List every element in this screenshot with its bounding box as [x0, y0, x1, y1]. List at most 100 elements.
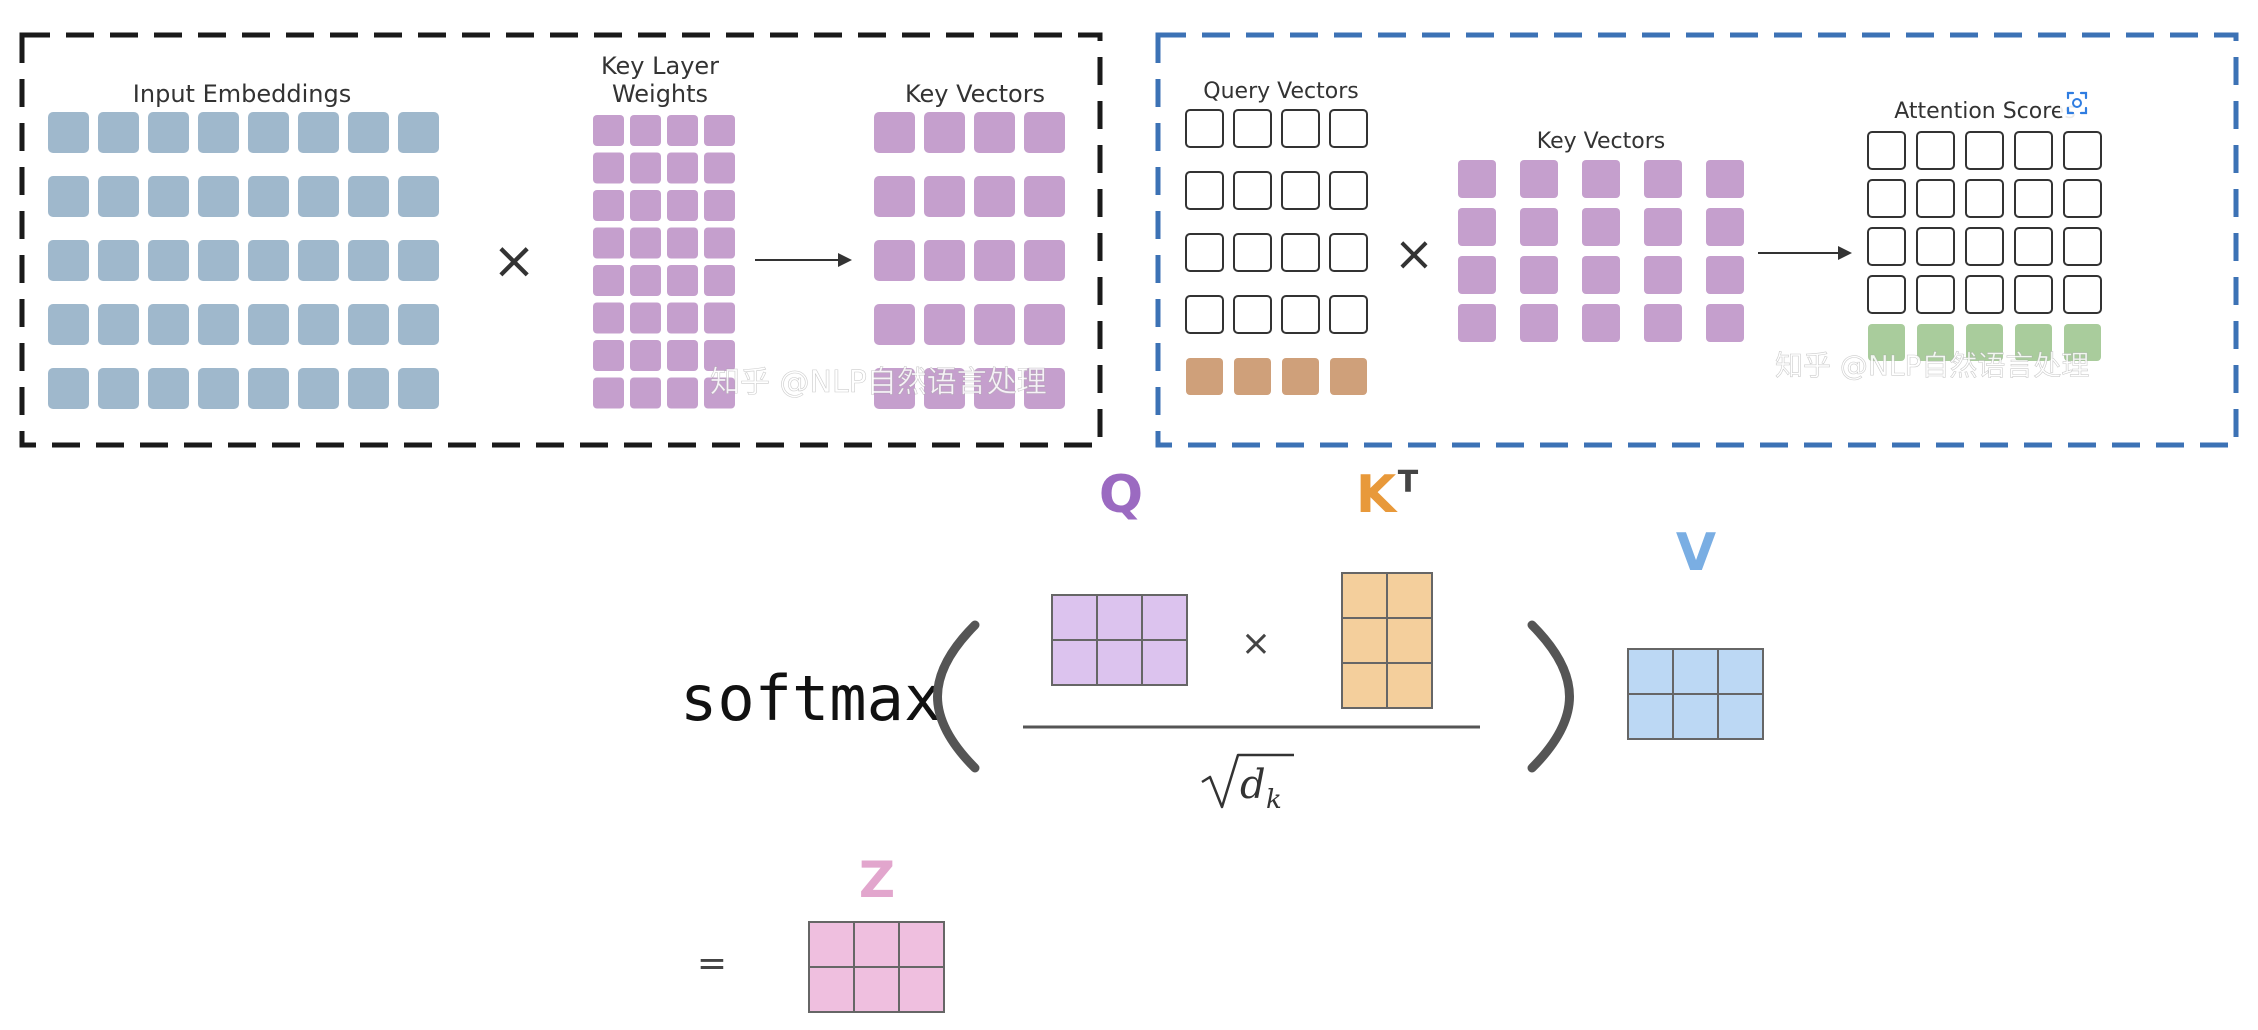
weight-cell	[667, 265, 698, 296]
z-matrix-cell	[853, 966, 900, 1013]
key-vector-cell	[1582, 256, 1620, 294]
embedding-cell	[48, 176, 89, 217]
weight-cell	[630, 227, 661, 259]
q-label: Q	[1099, 465, 1143, 525]
embedding-cell	[298, 176, 339, 217]
watermark-left: 知乎 @NLP自然语言处理	[710, 365, 1047, 400]
key-vector-cell	[874, 240, 915, 281]
query-vector-cell	[1329, 109, 1368, 148]
embedding-cell	[198, 240, 239, 281]
attention-score-cell	[1966, 324, 2003, 361]
weight-cell	[704, 190, 735, 221]
embedding-cell	[398, 304, 439, 345]
embedding-cell	[148, 304, 189, 345]
key-vectors-label-right: Key Vectors	[1537, 129, 1665, 154]
v-matrix-cell	[1627, 648, 1674, 695]
input-embeddings-label: Input Embeddings	[133, 80, 351, 108]
z-matrix-cell	[898, 966, 945, 1013]
key-vector-cell	[1458, 256, 1496, 294]
key-vector-cell	[1582, 160, 1620, 198]
embedding-cell	[198, 368, 239, 409]
weight-cell	[667, 340, 698, 371]
z-label: Z	[859, 851, 895, 909]
equals-symbol: =	[697, 943, 727, 984]
query-vector-cell	[1233, 109, 1272, 148]
key-vector-cell	[874, 368, 915, 409]
attention-formula: softmax Q × K T d k V = Z	[680, 465, 1764, 1013]
embedding-cell	[398, 112, 439, 153]
query-vector-cell	[1186, 358, 1223, 395]
embedding-cell	[298, 112, 339, 153]
weight-cell	[593, 152, 624, 184]
key-vectors-label-left: Key Vectors	[905, 80, 1045, 108]
weight-cell	[667, 152, 698, 184]
key-vector-cell	[1024, 176, 1065, 217]
weight-cell	[593, 190, 624, 221]
weight-cell	[704, 115, 735, 146]
scan-icon[interactable]	[2060, 86, 2094, 120]
key-vector-cell	[1520, 160, 1558, 198]
key-vector-cell	[924, 304, 965, 345]
weight-cell	[667, 227, 698, 259]
key-vector-cell	[1024, 368, 1065, 409]
key-vector-cell	[974, 368, 1015, 409]
attention-score-cell	[1916, 227, 1955, 266]
q-matrix-cell	[1096, 594, 1143, 641]
attention-score-cell	[1965, 131, 2004, 170]
sqrt-symbol	[1201, 753, 1294, 809]
attention-score-cell	[2014, 275, 2053, 314]
q-matrix	[1051, 594, 1188, 686]
sqrt-dk-denominator: d k	[1201, 753, 1294, 815]
key-vector-cell	[924, 368, 965, 409]
q-matrix-cell	[1051, 594, 1098, 641]
key-vector-cell	[924, 240, 965, 281]
key-vector-cell	[1520, 304, 1558, 342]
attention-score-cell	[1868, 324, 1905, 361]
key-vector-cell	[1520, 208, 1558, 246]
weight-cell	[704, 265, 735, 296]
k-matrix-cell	[1341, 617, 1388, 664]
key-vector-cell	[1706, 256, 1744, 294]
key-vector-cell	[1582, 208, 1620, 246]
attention-score-cell	[1965, 179, 2004, 218]
embedding-cell	[148, 240, 189, 281]
query-vector-cell	[1281, 171, 1320, 210]
key-vector-cell	[1024, 112, 1065, 153]
key-vector-cell	[974, 112, 1015, 153]
key-vector-cell	[874, 176, 915, 217]
query-vector-cell	[1281, 233, 1320, 272]
attention-scores-grid	[1867, 131, 2102, 361]
weight-cell	[593, 377, 624, 409]
attention-score-cell	[1867, 131, 1906, 170]
embedding-cell	[198, 304, 239, 345]
attention-score-cell	[1916, 275, 1955, 314]
key-vector-cell	[1644, 208, 1682, 246]
weight-cell	[593, 340, 624, 371]
right-panel-border	[1155, 32, 2239, 448]
attention-scores-label: Attention Scores	[1894, 99, 2076, 124]
embedding-cell	[348, 368, 389, 409]
attention-score-cell	[1867, 275, 1906, 314]
z-matrix-cell	[853, 921, 900, 968]
embedding-cell	[48, 112, 89, 153]
key-vector-cell	[974, 240, 1015, 281]
weight-cell	[704, 302, 735, 334]
weight-cell	[630, 302, 661, 334]
embedding-cell	[48, 368, 89, 409]
weight-cell	[593, 302, 624, 334]
embedding-cell	[248, 368, 289, 409]
k-matrix-cell	[1341, 572, 1388, 619]
weight-cell	[704, 377, 735, 409]
embedding-cell	[348, 240, 389, 281]
attention-score-cell	[2014, 227, 2053, 266]
softmax-text: softmax	[680, 662, 941, 735]
key-vector-cell	[1024, 304, 1065, 345]
input-embeddings-grid	[48, 112, 439, 409]
query-vector-cell	[1185, 295, 1224, 334]
q-matrix-cell	[1141, 594, 1188, 641]
v-label: V	[1676, 523, 1716, 583]
query-vector-cell	[1185, 233, 1224, 272]
embedding-cell	[398, 240, 439, 281]
times-symbol-formula: ×	[1241, 623, 1271, 664]
